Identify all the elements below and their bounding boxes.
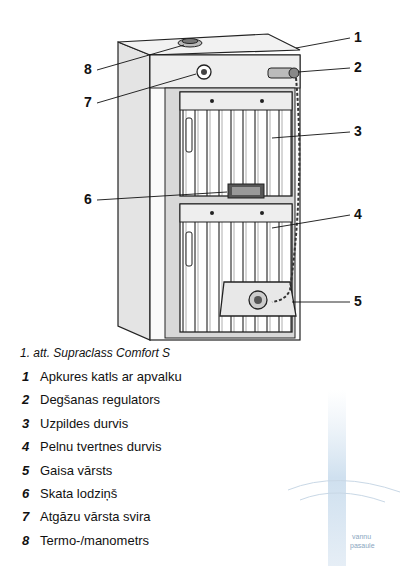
callout-number: 2 [354,60,362,75]
part-name: Uzpildes durvis [40,416,128,431]
legend-number: 7 [22,509,29,524]
part-name: Skata lodziņš [40,486,117,501]
legend-number: 6 [22,486,29,501]
callout-number: 4 [354,207,362,222]
part-name: Apkures katls ar apvalku [40,369,182,384]
part-name: Degšanas regulators [40,392,160,407]
callout-number: 7 [84,95,92,110]
legend-number: 1 [22,369,29,384]
watermark: vannu [352,533,371,541]
callout-number: 1 [354,30,362,45]
part-name: Termo-/manometrs [40,533,149,548]
callout-number: 8 [84,62,92,77]
figure-caption: 1. att. Supraclass Comfort S [20,346,170,361]
legend-number: 4 [22,439,29,454]
callout-number: 6 [84,192,92,207]
callout-number: 3 [354,124,362,139]
watermark: pasaule [350,542,375,550]
legend-number: 3 [22,416,29,431]
legend-number: 8 [22,533,29,548]
legend-number: 2 [22,392,29,407]
part-name: Atgāzu vārsta svira [40,509,151,524]
part-name: Pelnu tvertnes durvis [40,439,161,454]
legend-number: 5 [22,463,29,478]
callout-number: 5 [354,294,362,309]
part-name: Gaisa vārsts [40,463,112,478]
